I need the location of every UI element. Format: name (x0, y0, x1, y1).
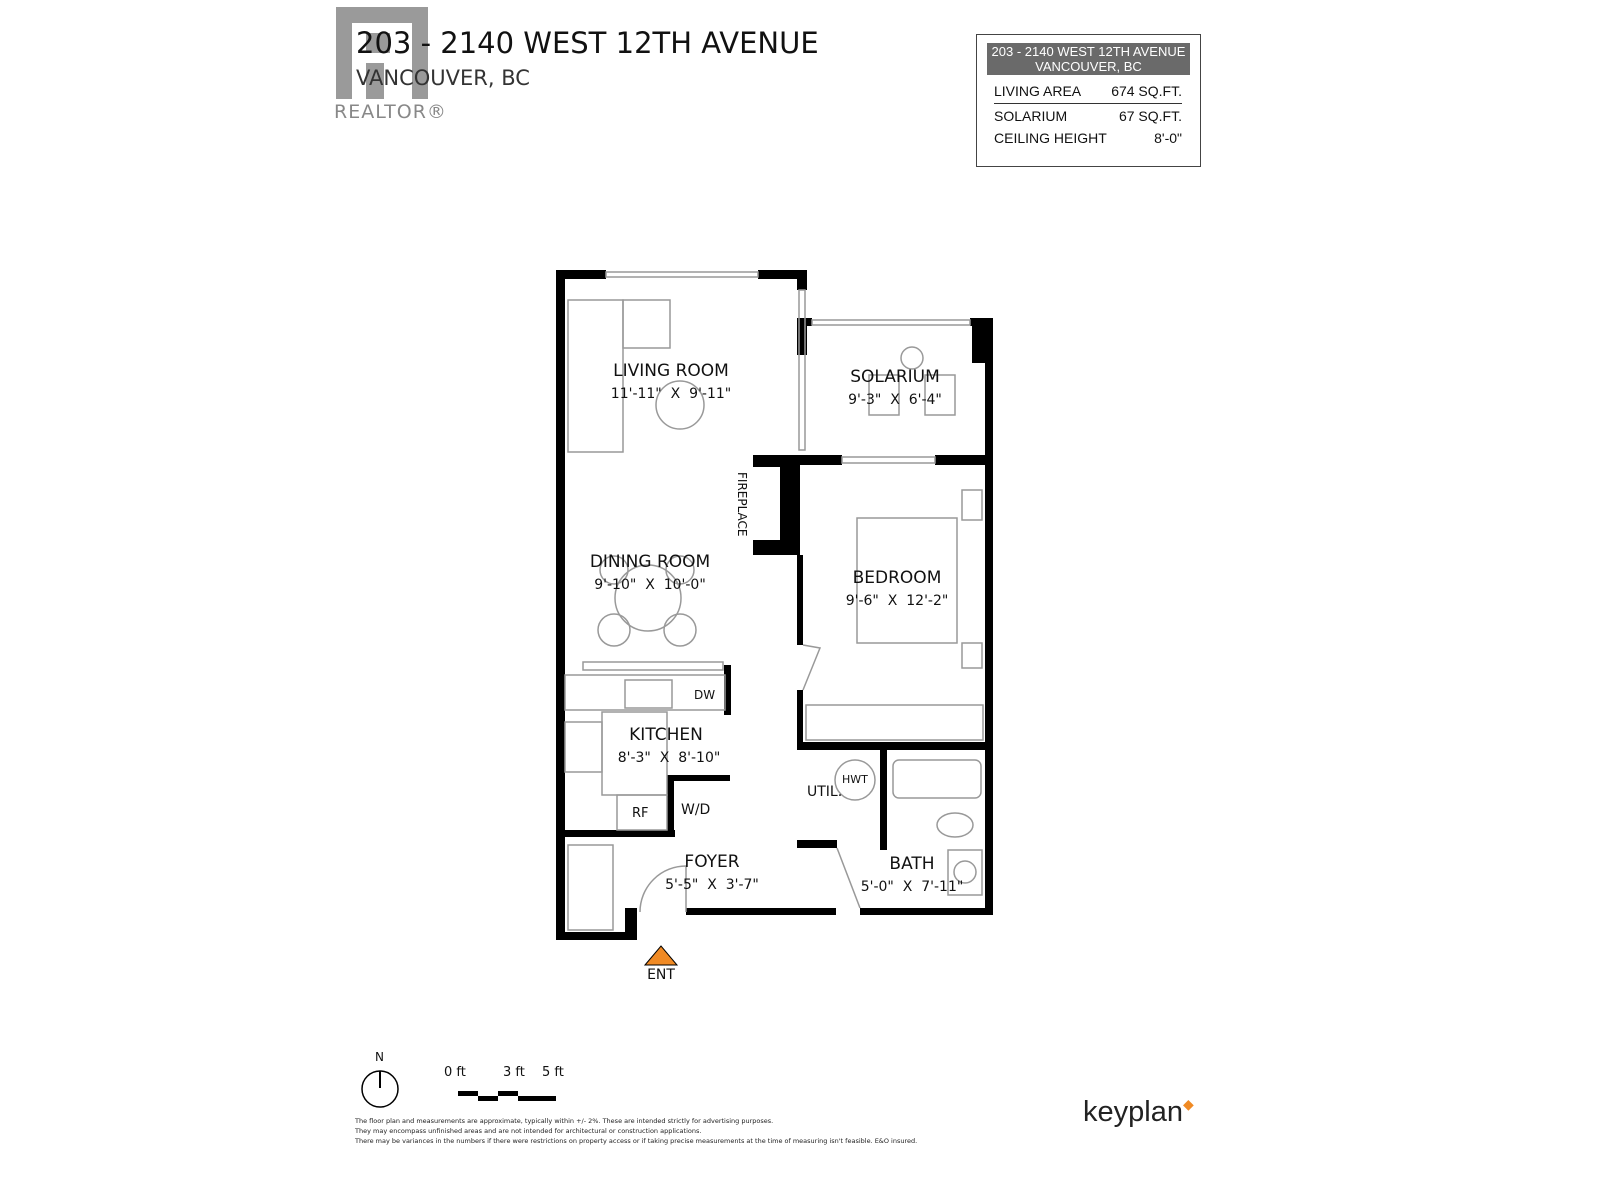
entry-door-swing (639, 865, 687, 913)
scale-label-5: 5 ft (542, 1065, 564, 1080)
realtor-watermark: REALTOR® (334, 101, 447, 123)
room-dims-living: 11'-11" X 9'-11" (610, 386, 732, 402)
sofa (567, 299, 624, 453)
closet (805, 704, 984, 741)
info-row-living-area: LIVING AREA 674 SQ.FT. (994, 83, 1182, 99)
fridge-label: RF (632, 806, 649, 821)
disclaimer-line: The floor plan and measurements are appr… (355, 1117, 774, 1125)
north-label: N (375, 1050, 384, 1064)
washer-dryer-label: W/D (681, 802, 711, 818)
info-value: 8'-0" (1154, 130, 1182, 146)
info-label: CEILING HEIGHT (994, 130, 1107, 146)
page-title: 203 - 2140 WEST 12TH AVENUE (356, 26, 819, 60)
water-heater (834, 759, 876, 801)
sink (624, 679, 673, 709)
info-address-line1: 203 - 2140 WEST 12TH AVENUE (991, 44, 1186, 59)
dining-table (614, 564, 682, 632)
window (798, 289, 806, 451)
scale-label-0: 0 ft (444, 1065, 466, 1080)
sofa-chaise (622, 299, 671, 349)
room-dims-dining: 9'-10" X 10'-0" (594, 577, 706, 593)
dishwasher-label: DW (694, 688, 716, 702)
info-label: LIVING AREA (994, 83, 1082, 99)
furniture (564, 271, 984, 931)
disclaimer-line: There may be variances in the numbers if… (355, 1137, 918, 1145)
info-address-line2: VANCOUVER, BC (1035, 59, 1142, 74)
counter (582, 661, 724, 671)
room-name-dining: DINING ROOM (589, 552, 711, 572)
foyer-closet (567, 844, 614, 931)
disclaimer-line: They may encompass unfinished areas and … (355, 1127, 702, 1135)
hwt-label: HWT (842, 773, 868, 786)
room-dims-solarium: 9'-3" X 6'-4" (848, 392, 942, 408)
info-box: 203 - 2140 WEST 12TH AVENUE VANCOUVER, B… (976, 34, 1201, 167)
stove (564, 721, 603, 773)
bath-door (836, 847, 861, 909)
disclaimer: The floor plan and measurements are appr… (355, 1116, 917, 1146)
info-value: 674 SQ.FT. (1111, 83, 1182, 99)
room-name-bath: BATH (889, 854, 935, 874)
info-value: 67 SQ.FT. (1118, 108, 1182, 124)
room-name-bedroom: BEDROOM (852, 568, 942, 588)
bed (856, 517, 958, 644)
fireplace-label: FIREPLACE (735, 472, 749, 537)
room-dims-bath: 5'-0" X 7'-11" (860, 879, 964, 895)
info-divider (994, 103, 1182, 104)
room-name-kitchen: KITCHEN (629, 725, 703, 745)
room-dims-foyer: 5'-5" X 3'-7" (665, 877, 759, 893)
room-dims-kitchen: 8'-3" X 8'-10" (617, 750, 721, 766)
page-subtitle: VANCOUVER, BC (356, 66, 530, 90)
room-name-solarium: SOLARIUM (850, 367, 940, 387)
sliding-door (841, 456, 936, 464)
window (605, 271, 759, 278)
scale-label-3: 3 ft (503, 1065, 525, 1080)
coffee-table (655, 380, 705, 430)
info-row-solarium: SOLARIUM 67 SQ.FT. (994, 108, 1182, 124)
vanity (947, 849, 983, 896)
room-name-foyer: FOYER (684, 852, 740, 872)
info-box-header: 203 - 2140 WEST 12TH AVENUE VANCOUVER, B… (987, 43, 1190, 75)
entrance-label: ENT (647, 967, 675, 983)
walls (556, 270, 993, 940)
bathtub (892, 759, 982, 799)
info-row-ceiling: CEILING HEIGHT 8'-0" (994, 130, 1182, 146)
toilet (936, 812, 974, 838)
room-name-living: LIVING ROOM (613, 361, 729, 381)
window (811, 319, 971, 326)
keyplan-logo: keyplan◆ (1083, 1096, 1194, 1128)
realtor-logo (336, 7, 428, 99)
fridge (616, 794, 668, 831)
bedroom-door (802, 644, 822, 691)
room-dims-bedroom: 9'-6" X 12'-2" (845, 593, 949, 609)
utility-label: UTIL. (807, 784, 843, 800)
scale-bar (458, 1091, 556, 1101)
info-label: SOLARIUM (994, 108, 1068, 124)
entrance-marker-icon (643, 945, 679, 966)
